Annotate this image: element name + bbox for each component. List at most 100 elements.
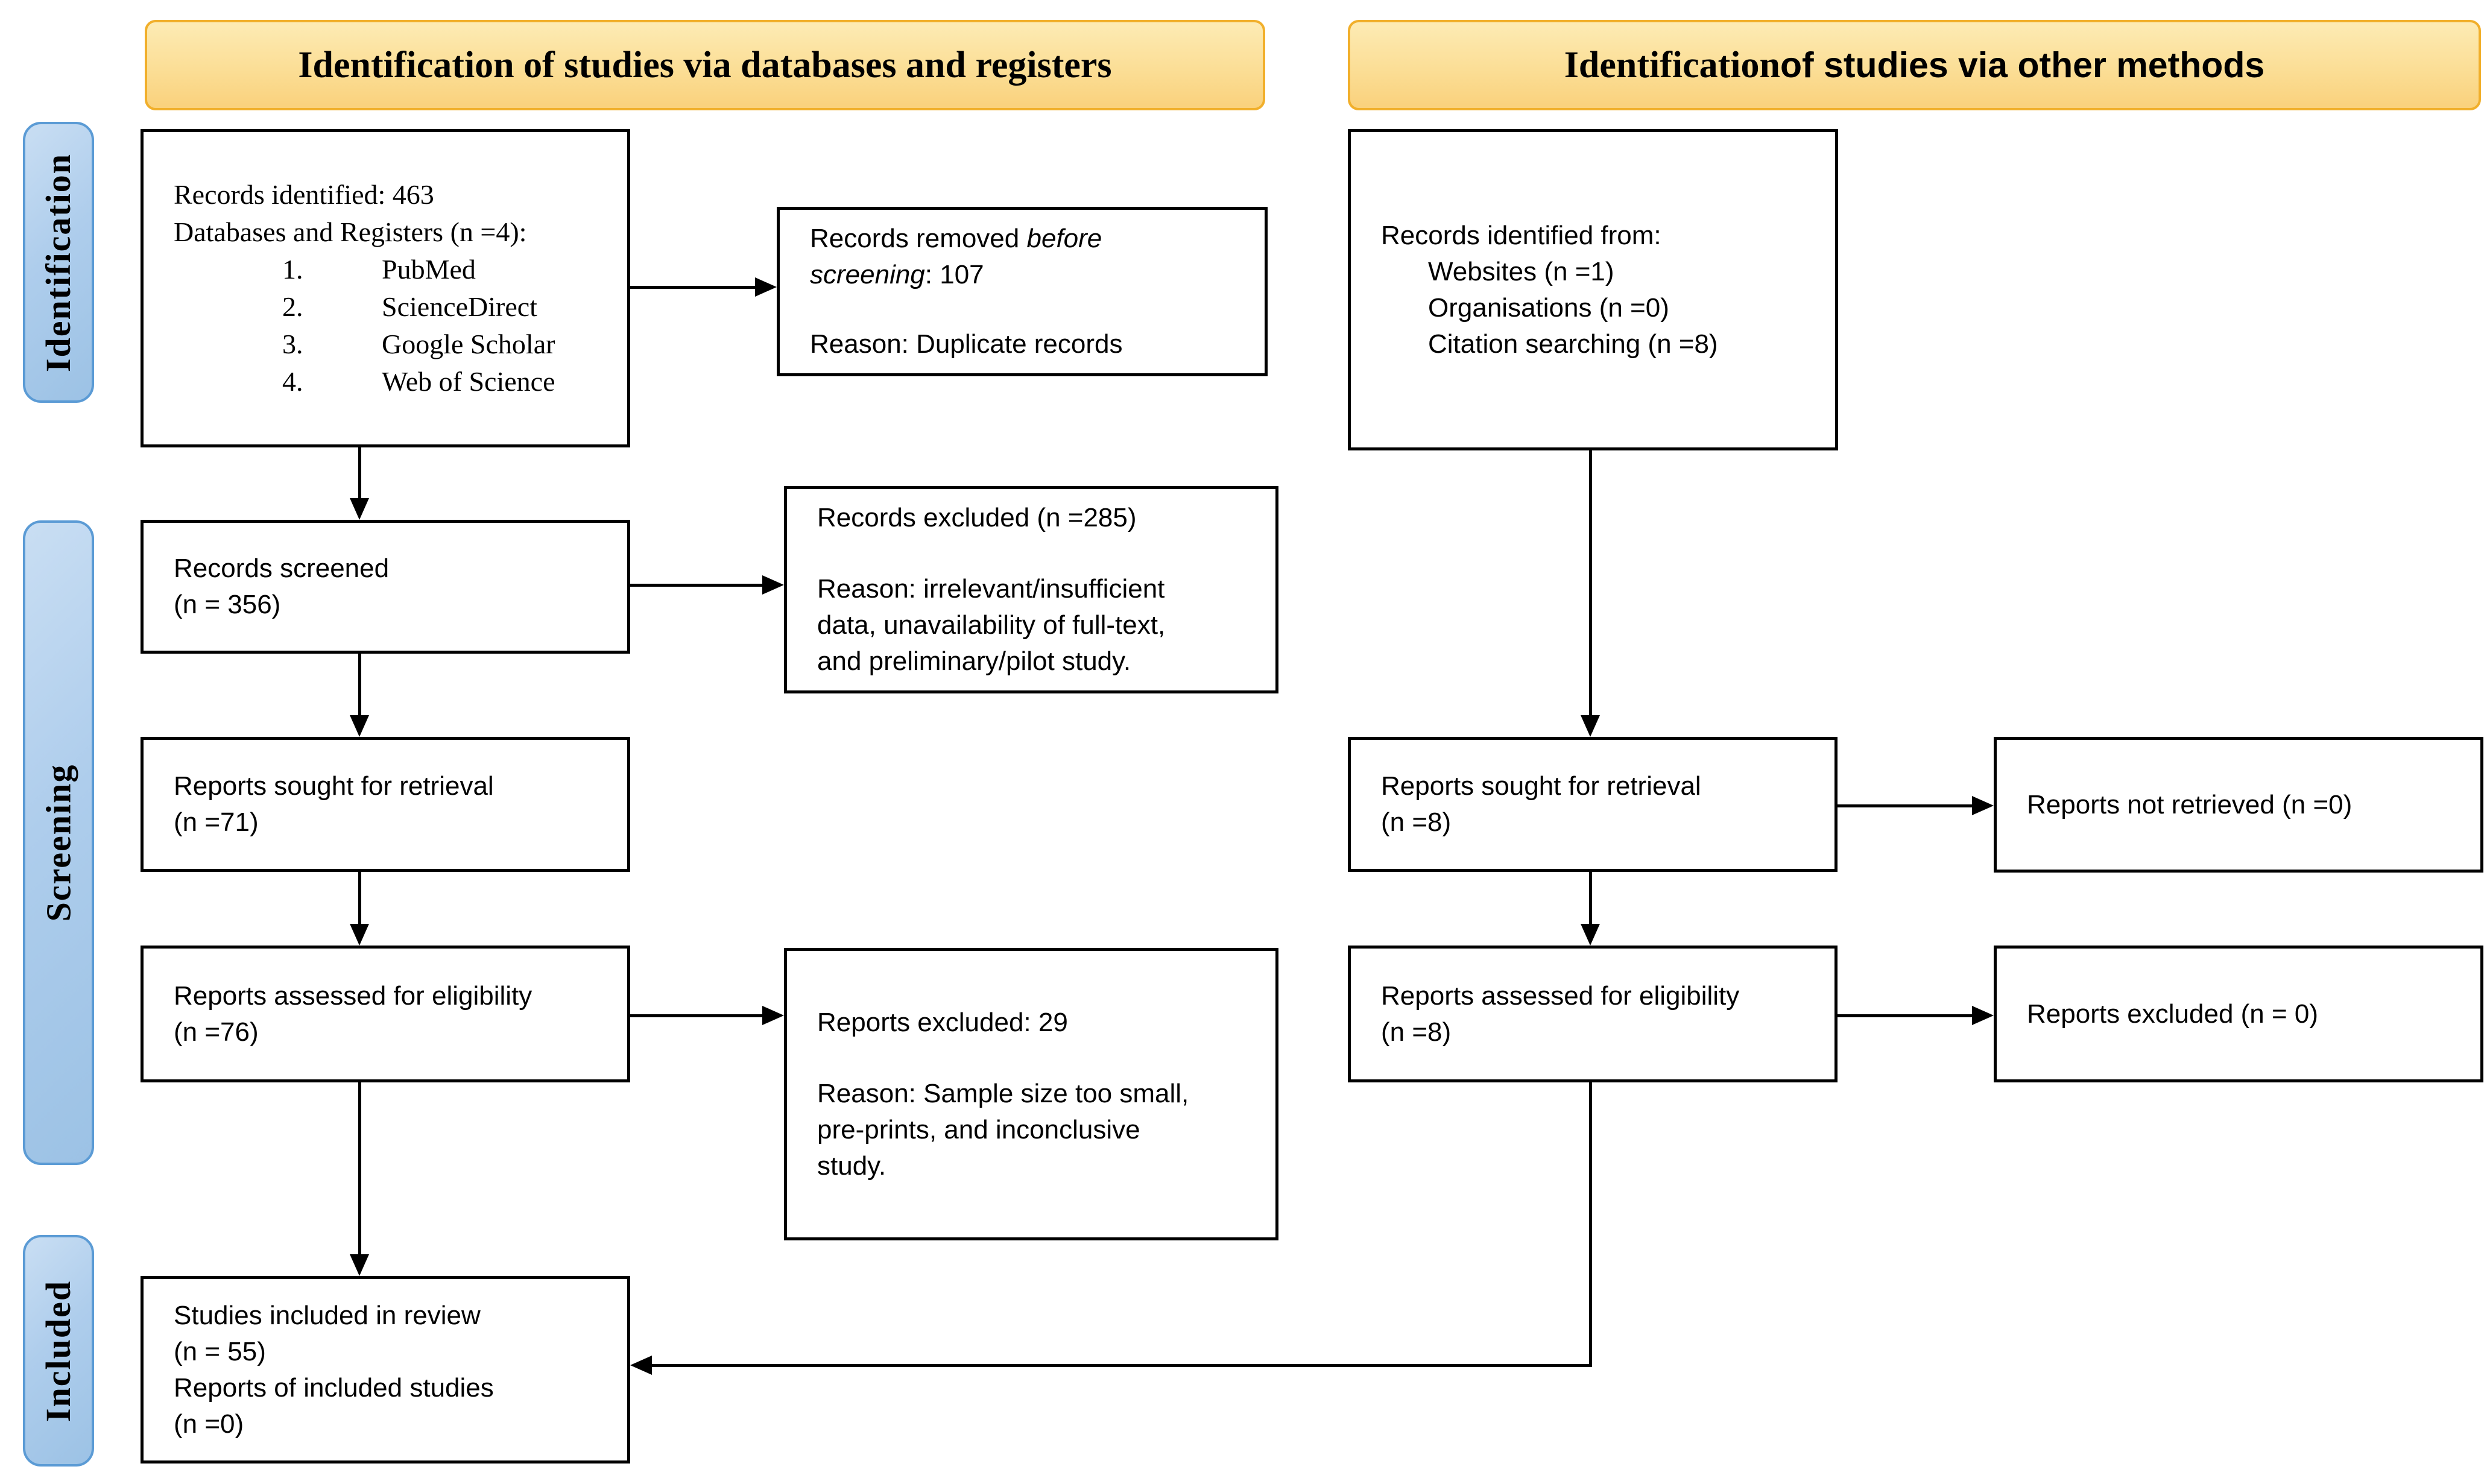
- source-websites: Websites (n =1): [1428, 256, 1614, 286]
- arrow-other-identified-to-sought-head: [1581, 715, 1600, 737]
- records-excluded-reason-2: data, unavailability of full-text,: [817, 610, 1166, 640]
- arrow-assessed-to-excluded-line: [630, 1014, 763, 1017]
- arrow-sought-to-assessed-head: [350, 924, 369, 946]
- source-citation-searching: Citation searching (n =8): [1428, 329, 1718, 359]
- stage-included-label: Included: [39, 1280, 78, 1422]
- reports-not-retrieved-label: Reports not retrieved (n =0): [2027, 789, 2353, 819]
- box-records-screened: Records screened (n = 356): [141, 520, 630, 654]
- box-reports-excluded-databases: Reports excluded: 29 Reason: Sample size…: [784, 948, 1278, 1240]
- stage-identification-label: Identification: [39, 153, 78, 372]
- database-list-item: 2. ScienceDirect: [174, 288, 613, 326]
- reports-assessed-label: Reports assessed for eligibility: [1381, 980, 1740, 1011]
- records-identified-count: Records identified: 463: [174, 179, 434, 210]
- database-name: Google Scholar: [382, 329, 555, 359]
- box-studies-included: Studies included in review (n = 55) Repo…: [141, 1276, 630, 1463]
- records-screened-count: (n = 356): [174, 590, 281, 619]
- arrow-assessed-to-included-head: [350, 1254, 369, 1276]
- records-identified-sources: Databases and Registers (n =4):: [174, 216, 527, 247]
- arrow-sought-to-not-retrieved-line: [1838, 804, 1972, 807]
- box-reports-excluded-other: Reports excluded (n = 0): [1994, 946, 2483, 1082]
- reports-assessed-label: Reports assessed for eligibility: [174, 980, 532, 1011]
- database-name: ScienceDirect: [382, 291, 537, 322]
- box-records-identified-databases: Records identified: 463 Databases and Re…: [141, 129, 630, 447]
- reports-excluded-reason-2: pre-prints, and inconclusive: [817, 1114, 1140, 1145]
- studies-included-count: (n = 55): [174, 1336, 266, 1366]
- stage-included: Included: [23, 1235, 94, 1467]
- blank-line: [810, 293, 1250, 326]
- database-list-item: 1. PubMed: [174, 251, 613, 288]
- banner-other-text-serif: Identification: [1564, 44, 1781, 86]
- banner-other-methods: Identification of studies via other meth…: [1348, 20, 2481, 110]
- stage-screening: Screening: [23, 520, 94, 1165]
- reports-excluded-reason-1: Reason: Sample size too small,: [817, 1078, 1189, 1108]
- arrow-other-identified-to-sought-line: [1589, 450, 1592, 715]
- arrow-screened-to-excluded-head: [762, 575, 784, 595]
- arrow-identified-to-screened-head: [350, 498, 369, 520]
- arrow-sought-to-not-retrieved-head: [1972, 796, 1994, 815]
- arrow-other-assessed-to-included-head: [630, 1356, 652, 1375]
- blank-line: [817, 1041, 1261, 1076]
- reports-excluded-count: Reports excluded: 29: [817, 1007, 1068, 1037]
- stage-identification: Identification: [23, 122, 94, 403]
- records-excluded-reason-3: and preliminary/pilot study.: [817, 646, 1131, 676]
- banner-other-text-sans: of studies via other methods: [1780, 45, 2265, 85]
- arrow-sought-to-assessed-line: [358, 872, 361, 924]
- records-removed-line2: screening: 107: [810, 257, 1250, 293]
- box-reports-not-retrieved: Reports not retrieved (n =0): [1994, 737, 2483, 873]
- arrow-identified-to-screened-line: [358, 447, 361, 499]
- arrow-other-assessed-to-included-horizontal: [652, 1364, 1592, 1367]
- text-run-italic: screening: [810, 260, 925, 289]
- list-number: 1.: [282, 254, 303, 285]
- reports-assessed-count: (n =76): [174, 1017, 259, 1047]
- reports-sought-count: (n =8): [1381, 807, 1452, 837]
- records-removed-reason: Reason: Duplicate records: [810, 329, 1123, 359]
- arrow-assessed-to-included-line: [358, 1082, 361, 1255]
- arrow-other-sought-to-assessed-head: [1581, 924, 1600, 946]
- box-reports-sought-other: Reports sought for retrieval (n =8): [1348, 737, 1838, 872]
- arrow-other-sought-to-assessed-line: [1589, 872, 1592, 924]
- blank-line: [817, 536, 1261, 571]
- reports-excluded-label: Reports excluded (n = 0): [2027, 999, 2319, 1029]
- arrow-identified-to-removed-line: [630, 286, 756, 289]
- arrow-other-assessed-to-excluded-line: [1838, 1014, 1972, 1017]
- records-excluded-reason-1: Reason: irrelevant/insufficient: [817, 574, 1165, 604]
- arrow-assessed-to-excluded-head: [762, 1006, 784, 1025]
- box-records-removed: Records removed before screening: 107 Re…: [777, 207, 1268, 376]
- database-name: Web of Science: [382, 366, 555, 397]
- reports-sought-label: Reports sought for retrieval: [174, 771, 494, 801]
- arrow-other-assessed-to-excluded-head: [1972, 1006, 1994, 1025]
- list-number: 4.: [282, 366, 303, 397]
- text-run: : 107: [924, 260, 984, 289]
- reports-assessed-count: (n =8): [1381, 1017, 1452, 1047]
- banner-databases-registers: Identification of studies via databases …: [145, 20, 1265, 110]
- reports-sought-label: Reports sought for retrieval: [1381, 771, 1701, 801]
- database-list-item: 3. Google Scholar: [174, 326, 613, 363]
- text-run: Records removed: [810, 224, 1027, 253]
- box-records-identified-other: Records identified from: Websites (n =1)…: [1348, 129, 1838, 450]
- banner-databases-text: Identification of studies via databases …: [298, 44, 1112, 86]
- stage-screening-label: Screening: [39, 763, 78, 922]
- reports-excluded-reason-3: study.: [817, 1151, 886, 1181]
- studies-included-label: Studies included in review: [174, 1300, 481, 1330]
- box-reports-sought-databases: Reports sought for retrieval (n =71): [141, 737, 630, 872]
- arrow-screened-to-sought-line: [358, 654, 361, 715]
- text-run-italic: before: [1026, 224, 1102, 253]
- list-number: 2.: [282, 291, 303, 322]
- box-records-excluded: Records excluded (n =285) Reason: irrele…: [784, 486, 1278, 693]
- arrow-identified-to-removed-head: [755, 277, 777, 297]
- box-reports-assessed-other: Reports assessed for eligibility (n =8): [1348, 946, 1838, 1082]
- source-organisations: Organisations (n =0): [1428, 292, 1669, 323]
- records-excluded-count: Records excluded (n =285): [817, 503, 1137, 532]
- reports-included-count: (n =0): [174, 1409, 244, 1439]
- arrow-screened-to-sought-head: [350, 715, 369, 737]
- reports-sought-count: (n =71): [174, 807, 259, 837]
- records-identified-from-label: Records identified from:: [1381, 220, 1661, 250]
- list-number: 3.: [282, 329, 303, 359]
- reports-included-label: Reports of included studies: [174, 1372, 494, 1403]
- records-screened-label: Records screened: [174, 554, 390, 583]
- records-removed-line1: Records removed before: [810, 221, 1250, 257]
- database-list-item: 4. Web of Science: [174, 363, 613, 400]
- arrow-screened-to-excluded-line: [630, 584, 763, 587]
- arrow-other-assessed-to-included-vertical: [1589, 1082, 1592, 1367]
